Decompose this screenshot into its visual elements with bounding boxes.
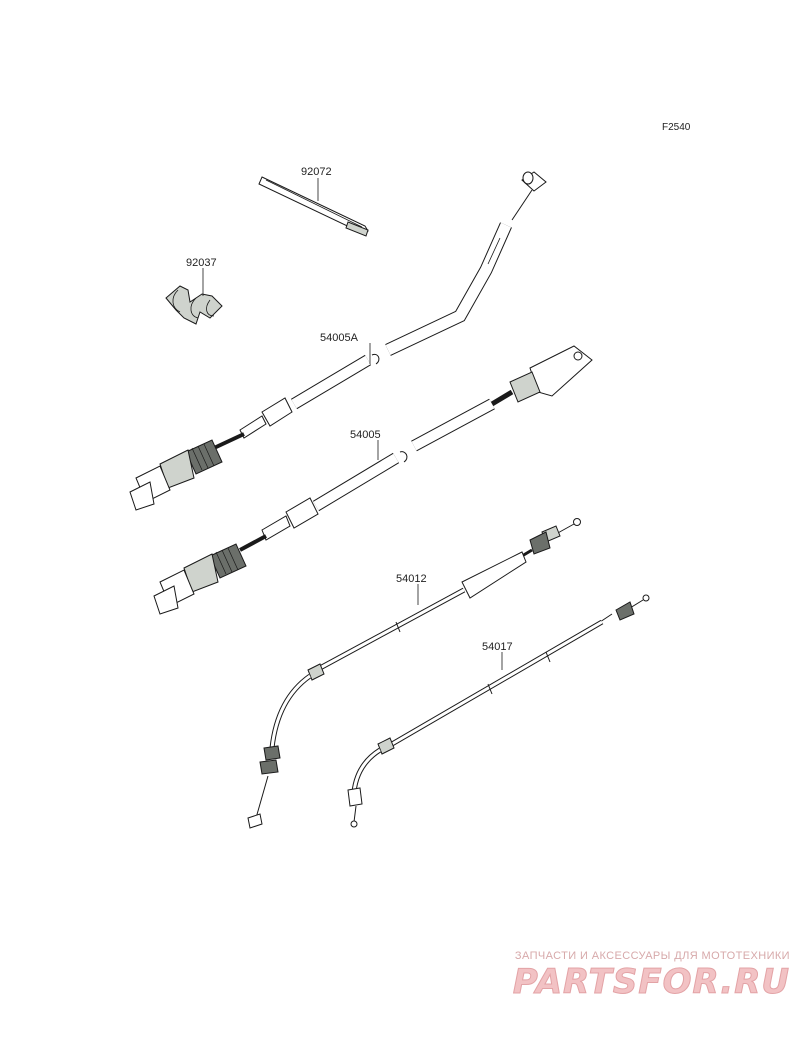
cable-54017: [347, 594, 650, 828]
clamp-part: [165, 285, 223, 325]
part-label-92037: 92037: [186, 257, 217, 269]
part-label-54017: 54017: [482, 641, 513, 653]
part-label-54005a: 54005A: [320, 332, 359, 344]
part-label-54005: 54005: [350, 429, 381, 441]
cable-tie-part: [258, 176, 369, 237]
figure-code: F2540: [662, 122, 691, 133]
cable-54012: [247, 518, 581, 829]
cable-54005a: [129, 171, 547, 511]
cable-54005: [153, 345, 593, 615]
watermark-logo: PARTSFOR.RU: [512, 962, 790, 1003]
part-label-54012: 54012: [396, 573, 427, 585]
watermark-tagline: ЗАПЧАСТИ И АКСЕССУАРЫ ДЛЯ МОТОТЕХНИКИ: [514, 950, 790, 962]
part-label-92072: 92072: [301, 166, 332, 178]
